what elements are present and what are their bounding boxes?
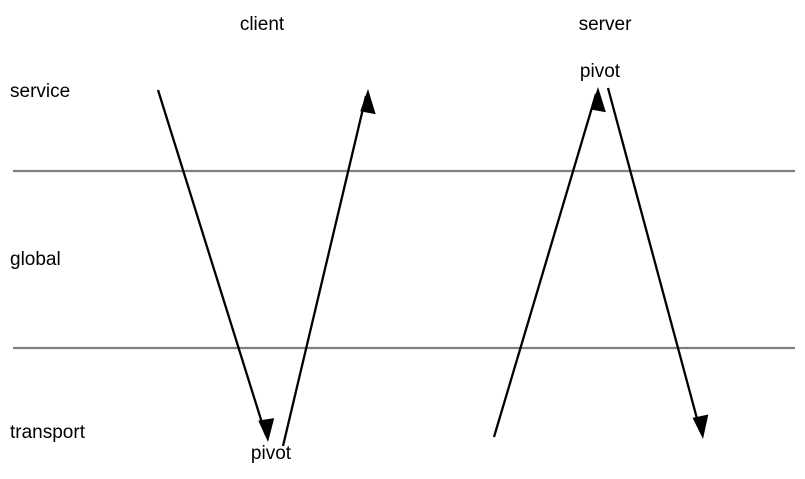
server-descending-arrow [606, 87, 709, 439]
pivot-label-client: pivot [250, 443, 292, 464]
column-label-client: client [239, 14, 285, 35]
layer-label-service: service [10, 81, 71, 102]
client-ascending-arrow [281, 89, 376, 447]
pivot-label-server: pivot [579, 61, 621, 82]
column-label-server: server [578, 14, 632, 35]
layer-label-transport: transport [10, 422, 85, 443]
client-descending-arrow [156, 89, 275, 442]
layer-label-global: global [10, 249, 61, 270]
server-ascending-arrow [492, 87, 606, 438]
